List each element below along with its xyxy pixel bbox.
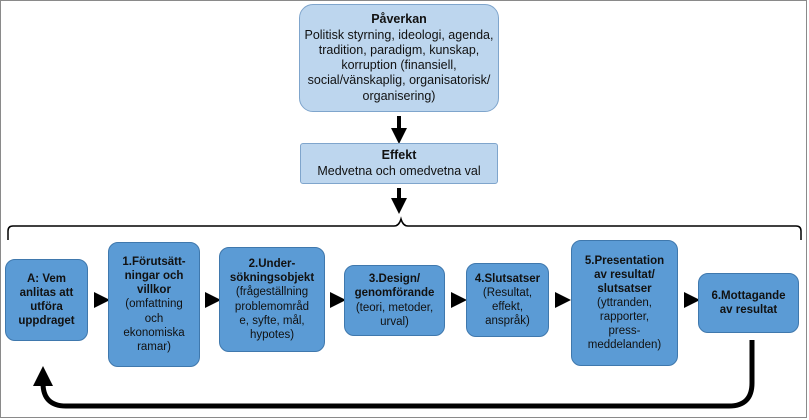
influence-text: Politisk styrning, ideologi, agenda, tra… [304, 27, 494, 103]
process-bracket [7, 216, 802, 240]
feedback-loop-arrow [33, 340, 755, 409]
step-3-title: 3.Design/ genomförande [354, 273, 435, 300]
effect-box: Effekt Medvetna och omedvetna val [300, 143, 498, 184]
effect-text: Medvetna och omedvetna val [317, 163, 481, 178]
influence-box: Påverkan Politisk styrning, ideologi, ag… [299, 4, 499, 112]
step-2-box: 2.Under- sökningsobjekt (frågeställning … [219, 247, 325, 352]
step-4-box: 4.Slutsatser (Resultat, effekt, anspråk) [466, 263, 549, 337]
step-5-title: 5.Presentation av resultat/ slutsatser [584, 254, 665, 295]
step-a-title: A: Vem anlitas att utföra uppdraget [18, 272, 75, 328]
step-1-text: (omfattning och ekonomiska ramar) [123, 298, 185, 353]
step-1-title: 1.Förutsätt- ningar och villkor [122, 256, 186, 297]
effect-title: Effekt [381, 148, 417, 163]
step-4-text: (Resultat, effekt, anspråk) [482, 286, 533, 328]
step-6-box: 6.Mottagande av resultat [698, 273, 799, 333]
step-2-title: 2.Under- sökningsobjekt [229, 258, 315, 285]
influence-title: Påverkan [371, 12, 427, 27]
step-4-title: 4.Slutsatser [474, 272, 541, 285]
step-2-text: (frågeställning problemområd e, syfte, m… [234, 286, 310, 341]
step-5-box: 5.Presentation av resultat/ slutsatser (… [571, 240, 678, 366]
step-3-text: (teori, metoder, urval) [355, 301, 434, 328]
step-1-box: 1.Förutsätt- ningar och villkor (omfattn… [108, 242, 200, 367]
step-6-title: 6.Mottagande av resultat [711, 289, 786, 316]
step-a-box: A: Vem anlitas att utföra uppdraget [5, 259, 88, 341]
step-5-text: (yttranden, rapporter, press- meddelande… [587, 296, 662, 352]
step-3-box: 3.Design/ genomförande (teori, metoder, … [344, 265, 445, 336]
